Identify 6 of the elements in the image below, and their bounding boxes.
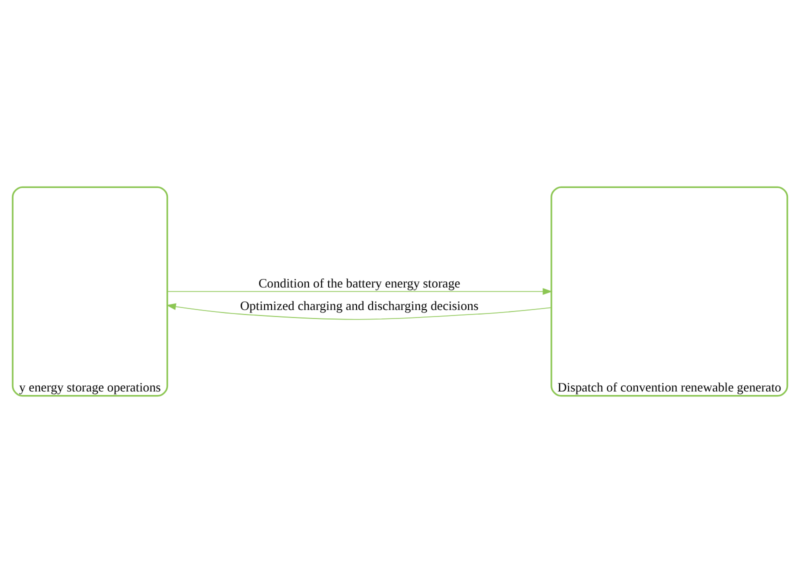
- arrow: [167, 288, 552, 294]
- edge-label: Condition of the battery energy storage: [258, 276, 460, 290]
- arrow: [166, 302, 552, 320]
- node-box: Dispatch of convention renewable generato: [550, 186, 788, 396]
- edge-label: Optimized charging and discharging decisions: [240, 298, 479, 312]
- node-box: y energy storage operations: [12, 186, 168, 396]
